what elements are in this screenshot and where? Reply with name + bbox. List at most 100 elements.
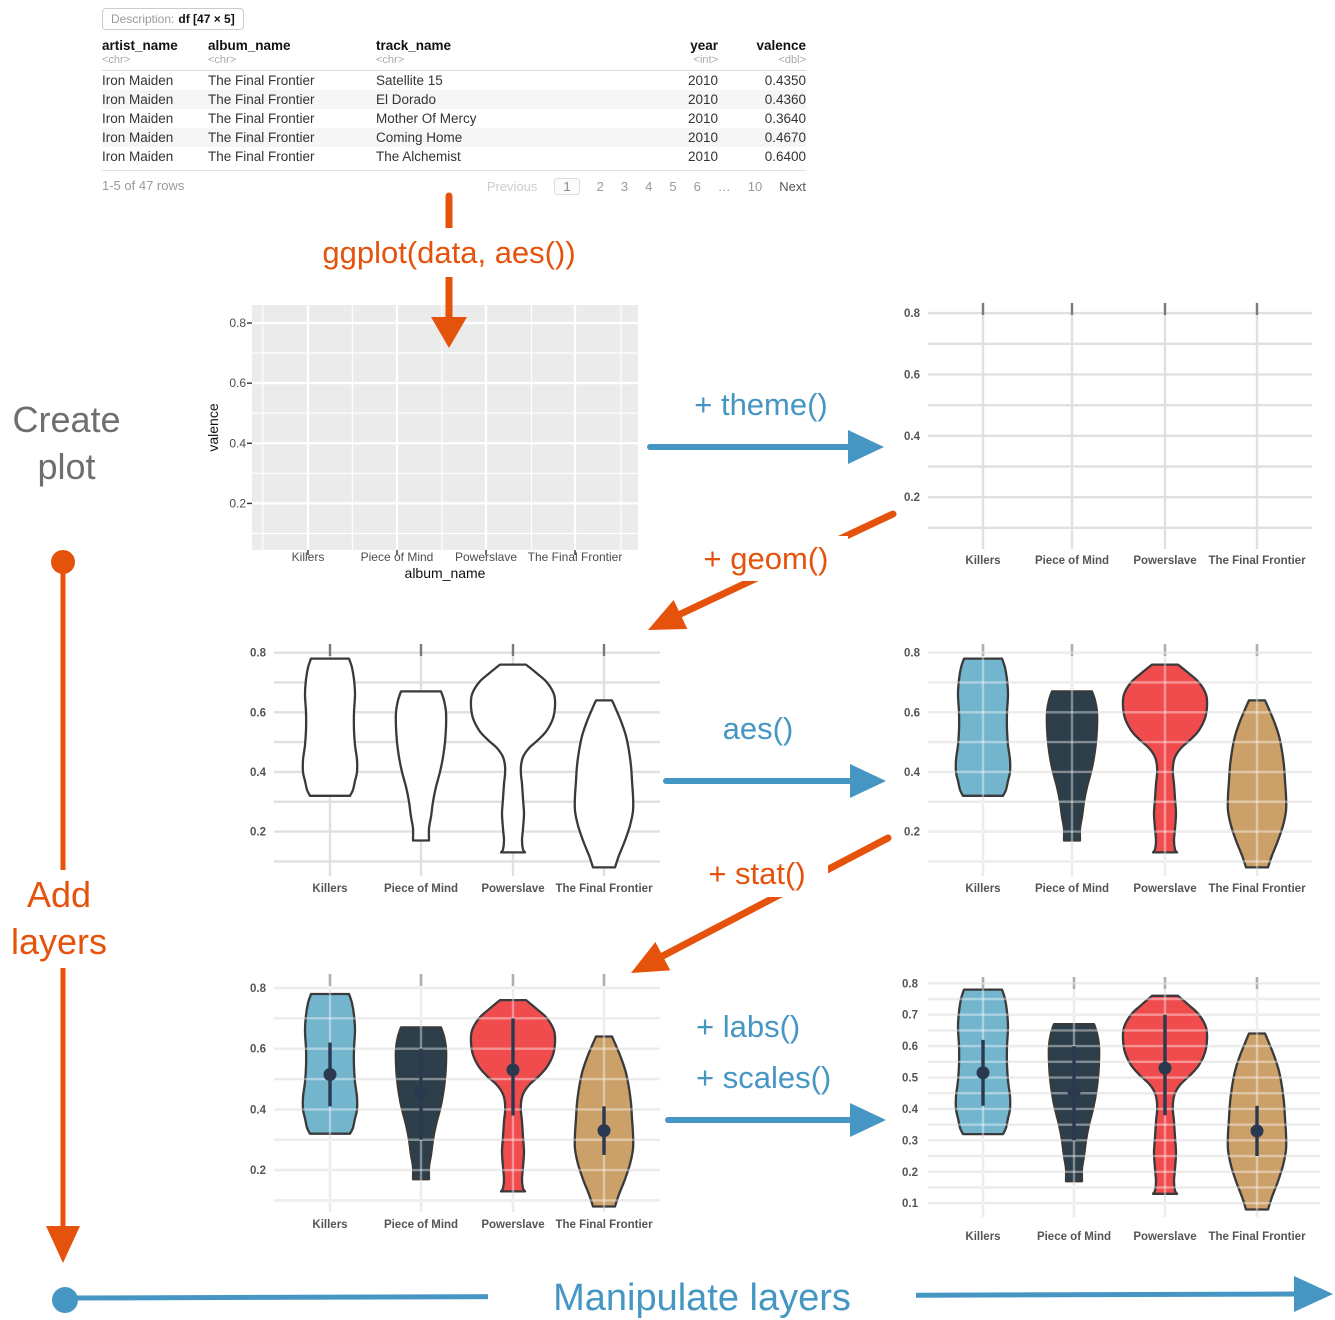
y-tick-label: 0.1 — [902, 1198, 919, 1210]
violin-piece-of-mind — [394, 690, 448, 842]
aes-label: aes() — [706, 706, 810, 751]
violin-killers — [301, 657, 359, 797]
pointrange-point — [1158, 1061, 1172, 1075]
y-tick-label: 0.2 — [902, 1167, 918, 1179]
y-tick-label: 0.8 — [904, 308, 921, 320]
violin-the-final-frontier — [573, 699, 635, 869]
next-page-button[interactable]: Next — [779, 179, 806, 194]
page-button[interactable]: 6 — [693, 179, 701, 194]
geom-label: + geom() — [684, 536, 848, 581]
geom-arrow-head — [648, 600, 688, 630]
x-tick-label: Killers — [965, 883, 1000, 895]
y-tick-label: 0.2 — [904, 492, 920, 504]
violin-powerslave — [1121, 663, 1209, 854]
pointrange-point — [1250, 1124, 1264, 1138]
violin-killers — [954, 657, 1012, 797]
page-button[interactable]: 3 — [620, 179, 629, 194]
x-tick-label: The Final Frontier — [1208, 1231, 1306, 1243]
pointrange-point — [506, 1063, 520, 1077]
page-ellipsis: … — [717, 179, 731, 194]
y-tick-label: 0.6 — [904, 707, 920, 719]
table-header: artist_name<chr> album_name<chr> track_n… — [102, 38, 806, 71]
x-tick-label: Piece of Mind — [384, 883, 458, 895]
y-tick-label: 0.8 — [904, 648, 921, 660]
y-tick-label: 0.2 — [904, 827, 920, 839]
stat-label: + stat() — [686, 851, 828, 897]
y-tick-label: 0.6 — [902, 1041, 918, 1053]
x-tick-label: The Final Frontier — [1208, 883, 1306, 895]
x-tick-label: The Final Frontier — [528, 550, 623, 564]
y-tick-label: 0.8 — [902, 978, 919, 990]
y-tick-label: 0.8 — [229, 316, 246, 330]
labs-label: + labs() — [690, 1006, 850, 1048]
plot-panel — [252, 305, 638, 550]
y-tick-label: 0.4 — [229, 436, 246, 450]
table-footer: 1-5 of 47 rows Previous 1 2 3 4 5 6 … 10… — [102, 170, 806, 195]
table-description: Description:df [47 × 5] — [102, 8, 244, 30]
y-tick-label: 0.2 — [250, 1165, 266, 1177]
y-tick-label: 0.4 — [250, 767, 267, 779]
x-tick-label: Powerslave — [1133, 555, 1196, 567]
pagination: Previous 1 2 3 4 5 6 … 10 Next — [487, 178, 806, 195]
y-tick-label: 0.4 — [902, 1104, 919, 1116]
y-tick-label: 0.8 — [250, 648, 267, 660]
column-header: album_name — [208, 38, 291, 53]
pointrange-point — [976, 1066, 990, 1080]
column-header: year — [690, 38, 718, 53]
x-tick-label: The Final Frontier — [555, 1219, 653, 1231]
y-axis-title: valence — [205, 403, 221, 451]
x-tick-label: The Final Frontier — [1208, 555, 1306, 567]
timeline-arrow-head — [46, 1226, 80, 1263]
row-range-text: 1-5 of 47 rows — [102, 178, 185, 193]
manipulate-layers-label: Manipulate layers — [488, 1276, 916, 1320]
manipulate-arrow-head — [1294, 1276, 1333, 1312]
column-header: valence — [756, 38, 806, 53]
x-tick-label: Piece of Mind — [1037, 1231, 1111, 1243]
previous-page-button[interactable]: Previous — [486, 179, 538, 194]
x-tick-label: The Final Frontier — [555, 883, 653, 895]
y-tick-label: 0.8 — [250, 983, 267, 995]
pointrange-point — [414, 1086, 428, 1100]
x-tick-label: Killers — [965, 555, 1000, 567]
y-tick-label: 0.6 — [904, 369, 920, 381]
x-tick-label: Piece of Mind — [361, 550, 434, 564]
y-tick-label: 0.7 — [902, 1010, 918, 1022]
page-button-current[interactable]: 1 — [554, 178, 580, 195]
data-frame-table: Description:df [47 × 5] artist_name<chr>… — [96, 4, 820, 195]
ggplot-call-label: ggplot(data, aes()) — [296, 228, 602, 277]
x-tick-label: Killers — [292, 550, 325, 564]
page-button[interactable]: 10 — [747, 179, 763, 194]
page-button[interactable]: 5 — [669, 179, 677, 194]
theme-arrow-head — [848, 430, 884, 464]
x-tick-label: Powerslave — [1133, 883, 1196, 895]
labs-scales-arrow-head — [850, 1103, 886, 1137]
x-tick-label: Powerslave — [1133, 1231, 1196, 1243]
page-button[interactable]: 4 — [645, 179, 653, 194]
y-tick-label: 0.2 — [250, 827, 266, 839]
x-axis-title: album_name — [405, 565, 486, 581]
theme-label: + theme() — [670, 382, 852, 428]
pointrange-point — [597, 1124, 611, 1138]
stat-arrow-head — [631, 942, 671, 973]
violin-the-final-frontier — [1226, 699, 1288, 869]
y-tick-label: 0.4 — [904, 767, 921, 779]
page-button[interactable]: 2 — [596, 179, 604, 194]
y-tick-label: 0.3 — [902, 1135, 918, 1147]
manipulate-start-dot — [52, 1287, 78, 1313]
column-header: track_name — [376, 38, 452, 53]
x-tick-label: Powerslave — [455, 550, 517, 564]
